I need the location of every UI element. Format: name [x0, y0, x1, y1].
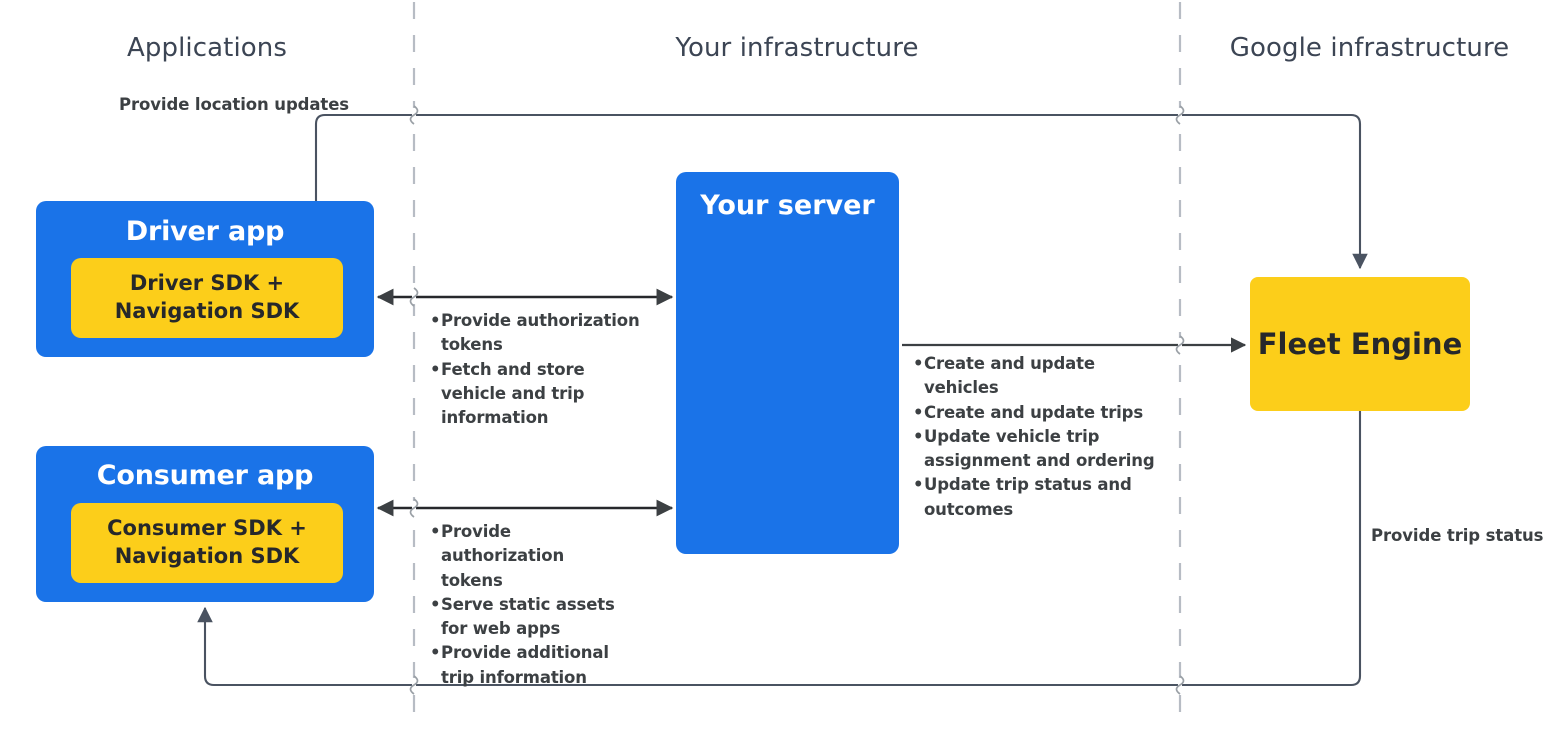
zone-title-your-infrastructure: Your infrastructure [675, 33, 919, 63]
bullet-item: • Update vehicle trip assignment and ord… [913, 425, 1158, 474]
consumer-sdk-line2: Navigation SDK [114, 544, 300, 568]
bullet-dot-icon: • [430, 594, 441, 614]
consumer-app-title: Consumer app [96, 460, 314, 491]
bullet-dot-icon: • [430, 643, 441, 663]
bullet-text: Provide authorization tokens [441, 311, 640, 355]
bullet-dot-icon: • [913, 426, 924, 446]
label-provide-location-updates: Provide location updates [119, 95, 350, 114]
driver-app-title: Driver app [125, 216, 285, 247]
node-consumer-app[interactable]: Consumer app Consumer SDK + Navigation S… [36, 446, 374, 602]
bullet-item: • Update trip status and outcomes [913, 473, 1158, 522]
zone-title-google-infrastructure: Google infrastructure [1229, 33, 1510, 63]
bullet-item: • Provide authorization tokens [430, 309, 655, 358]
bullet-dot-icon: • [430, 359, 441, 379]
driver-sdk-line1: Driver SDK + [129, 271, 285, 296]
bullet-item: • Fetch and store vehicle and trip infor… [430, 358, 655, 431]
bullet-text: Update trip status and outcomes [924, 475, 1132, 519]
node-driver-app[interactable]: Driver app Driver SDK + Navigation SDK [36, 201, 374, 357]
bullet-text: Update vehicle trip assignment and order… [924, 426, 1155, 470]
bullet-item: • Provide authorization tokens [430, 520, 620, 593]
node-consumer-sdk[interactable]: Consumer SDK + Navigation SDK [71, 503, 343, 583]
bullet-dot-icon: • [430, 522, 441, 541]
bullet-dot-icon: • [913, 354, 924, 373]
bullets-server-fleet: • Create and update vehicles • Create an… [913, 352, 1158, 522]
bullet-item: • Provide additional trip information [430, 641, 620, 690]
bullet-text: Provide authorization tokens [441, 522, 565, 590]
bullets-driver-server: • Provide authorization tokens • Fetch a… [430, 309, 655, 430]
node-fleet-engine[interactable]: Fleet Engine [1250, 277, 1470, 411]
bullet-text: Serve static assets for web apps [441, 594, 615, 638]
label-provide-trip-status: Provide trip status [1371, 526, 1544, 545]
bullets-consumer-server: • Provide authorization tokens • Serve s… [430, 520, 620, 690]
bullet-item: • Serve static assets for web apps [430, 593, 620, 642]
bullet-dot-icon: • [913, 475, 924, 495]
bullet-text: Provide additional trip information [441, 643, 609, 687]
bullet-dot-icon: • [913, 402, 924, 422]
bullet-text: Create and update trips [924, 402, 1144, 422]
bullet-item: • Create and update vehicles [913, 352, 1158, 401]
consumer-sdk-line1: Consumer SDK + [107, 516, 307, 541]
node-driver-sdk[interactable]: Driver SDK + Navigation SDK [71, 258, 343, 338]
bullet-text: Create and update vehicles [924, 354, 1095, 398]
bullet-dot-icon: • [430, 311, 441, 330]
bullet-item: • Create and update trips [913, 401, 1158, 425]
node-your-server[interactable]: Your server [676, 172, 899, 554]
your-server-title: Your server [700, 190, 875, 221]
zone-title-applications: Applications [126, 33, 288, 63]
driver-sdk-line2: Navigation SDK [114, 299, 300, 323]
bullet-text: Fetch and store vehicle and trip informa… [441, 359, 585, 428]
